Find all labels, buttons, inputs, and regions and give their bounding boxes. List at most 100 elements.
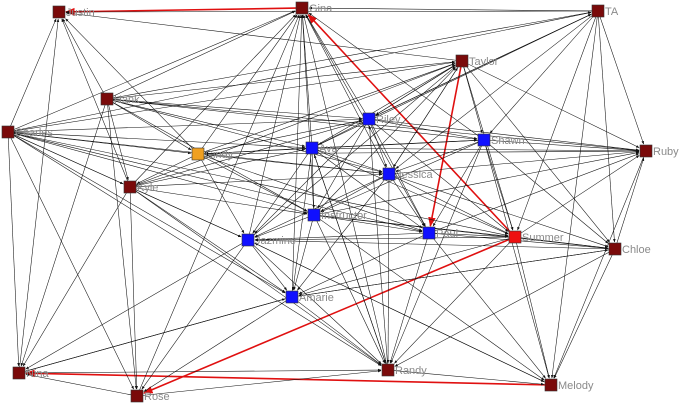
edge: [112, 100, 306, 147]
node-marker[interactable]: [295, 1, 309, 15]
node-jessica[interactable]: Jessica: [382, 167, 434, 181]
node-marker[interactable]: [381, 363, 395, 377]
node-marker[interactable]: [12, 366, 26, 380]
node-marker[interactable]: [455, 54, 469, 68]
edge: [553, 156, 644, 379]
edge: [135, 14, 296, 182]
edge: [129, 192, 138, 390]
edge: [466, 66, 610, 243]
edge: [112, 102, 308, 212]
edge: [204, 119, 364, 154]
node-marker[interactable]: [508, 230, 522, 244]
node-label: Rose: [144, 391, 170, 403]
edge: [112, 10, 296, 97]
node-marker[interactable]: [241, 233, 255, 247]
edge: [142, 369, 382, 396]
edge: [318, 121, 364, 145]
node-marker[interactable]: [191, 147, 205, 161]
edge: [554, 254, 613, 379]
node-gina[interactable]: Gina: [295, 1, 333, 15]
node-marker[interactable]: [307, 208, 321, 222]
edge: [463, 66, 514, 231]
node-marker[interactable]: [130, 389, 144, 403]
node-randy[interactable]: Randy: [381, 363, 427, 377]
edge: [135, 190, 286, 293]
node-taylor[interactable]: Taylor: [455, 54, 499, 68]
node-marker[interactable]: [100, 92, 114, 106]
node-instructor[interactable]: Instructor: [307, 208, 367, 222]
edge: [254, 238, 610, 250]
node-justin[interactable]: Justin: [52, 5, 95, 19]
node-summer[interactable]: Summer: [508, 230, 564, 244]
node-ava[interactable]: Ava: [305, 141, 339, 155]
edge: [135, 173, 383, 187]
node-charles[interactable]: Charles: [1, 125, 53, 139]
edge: [432, 145, 481, 227]
node-nina[interactable]: Nina: [12, 366, 50, 380]
node-rose[interactable]: Rose: [130, 389, 170, 403]
node-melody[interactable]: Melody: [544, 378, 594, 392]
edge: [65, 11, 457, 61]
node-marker[interactable]: [477, 133, 491, 147]
edge: [599, 16, 644, 145]
edge: [135, 148, 306, 186]
node-label: Ruby: [653, 146, 679, 158]
node-label: Chloe: [622, 244, 651, 256]
node-paul[interactable]: Paul: [422, 226, 458, 240]
edge: [13, 132, 306, 149]
edge: [520, 237, 609, 250]
edge: [298, 235, 424, 295]
edge: [305, 14, 387, 169]
node-kyle[interactable]: Kyle: [123, 180, 158, 194]
node-label: Paul: [436, 228, 458, 240]
node-marker[interactable]: [362, 112, 376, 126]
edge: [13, 61, 456, 132]
node-marker[interactable]: [639, 144, 653, 158]
node-marker[interactable]: [305, 141, 319, 155]
edge: [433, 238, 546, 379]
edge: [394, 251, 610, 367]
node-label: Ava: [319, 143, 339, 155]
node-marker[interactable]: [1, 125, 15, 139]
edge: [13, 135, 382, 366]
edge: [204, 153, 384, 174]
node-hank[interactable]: Hank: [100, 92, 140, 106]
node-jazmine[interactable]: Jazmine: [241, 233, 296, 247]
edge: [317, 124, 366, 209]
edge: [13, 133, 308, 214]
edge: [434, 233, 609, 250]
edge: [317, 14, 592, 146]
node-cindy[interactable]: Cindy: [191, 147, 234, 161]
node-marker[interactable]: [123, 180, 137, 194]
edge: [112, 99, 363, 120]
edge: [516, 242, 550, 379]
node-marker[interactable]: [422, 226, 436, 240]
node-chloe[interactable]: Chloe: [608, 242, 651, 256]
node-marker[interactable]: [544, 378, 558, 392]
edge: [135, 189, 242, 238]
edge: [112, 11, 592, 99]
node-amarie[interactable]: Amarie: [285, 290, 334, 304]
edge: [308, 6, 593, 12]
node-label: Cindy: [205, 149, 234, 161]
node-marker[interactable]: [285, 290, 299, 304]
node-ruby[interactable]: Ruby: [639, 144, 679, 158]
edge: [319, 151, 640, 215]
highlight-edge: [25, 369, 546, 386]
node-marker[interactable]: [591, 4, 605, 18]
edge: [375, 64, 457, 115]
node-ta[interactable]: TA: [591, 4, 619, 18]
edge: [319, 215, 609, 250]
node-label: Kyle: [137, 182, 158, 194]
node-shawn[interactable]: Shawn: [477, 133, 525, 147]
node-marker[interactable]: [52, 5, 66, 19]
node-marker[interactable]: [608, 242, 622, 256]
edge: [25, 373, 132, 396]
edge: [489, 144, 609, 244]
node-riley[interactable]: Riley: [362, 112, 401, 126]
node-marker[interactable]: [382, 167, 396, 181]
edge: [112, 100, 383, 173]
edge: [143, 300, 287, 392]
edge: [254, 236, 510, 242]
edge: [308, 12, 479, 136]
